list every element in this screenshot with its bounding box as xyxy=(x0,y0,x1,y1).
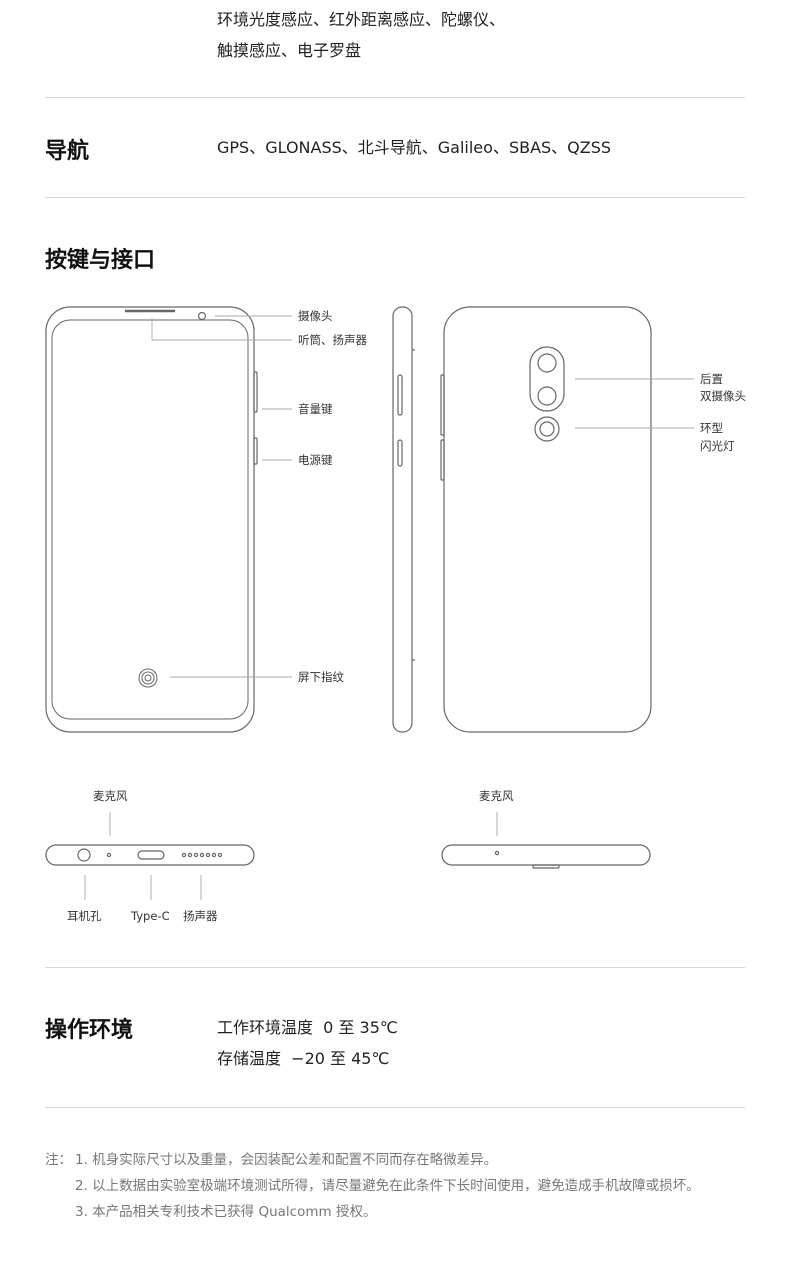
front-phone-screen xyxy=(51,319,249,720)
operating-temperature: 工作环境温度 0 至 35℃ xyxy=(217,1018,398,1037)
notes-prefix: 注： xyxy=(45,1152,72,1168)
label-rear-camera-2: 双摄像头 xyxy=(700,389,746,403)
ring-flash-icon xyxy=(534,416,560,442)
front-camera-icon xyxy=(197,311,207,321)
speaker-grille xyxy=(181,852,223,858)
navigation-title: 导航 xyxy=(45,139,90,164)
note-item: 1. 机身实际尺寸以及重量，会因装配公差和配置不同而存在略微差异。 xyxy=(75,1152,498,1168)
label-flash-2: 闪光灯 xyxy=(700,439,735,453)
divider xyxy=(45,967,745,968)
label-camera: 摄像头 xyxy=(298,309,333,323)
rear-camera-module xyxy=(529,346,565,412)
typec-port xyxy=(137,850,165,860)
label-headphone: 耳机孔 xyxy=(67,909,102,923)
sensors-line-2: 触摸感应、电子罗盘 xyxy=(217,41,362,60)
label-speaker: 扬声器 xyxy=(183,909,218,923)
label-flash-1: 环型 xyxy=(700,421,723,435)
label-mic-top: 麦克风 xyxy=(479,789,514,803)
front-phone-body xyxy=(45,306,255,733)
side-power-key xyxy=(397,439,403,467)
fingerprint-icon xyxy=(138,668,158,688)
label-fingerprint: 屏下指纹 xyxy=(298,670,344,684)
divider xyxy=(45,1107,745,1108)
label-power: 电源键 xyxy=(298,453,333,467)
storage-temperature: 存储温度 −20 至 45℃ xyxy=(217,1049,390,1068)
label-earpiece: 听筒、扬声器 xyxy=(298,333,367,347)
label-volume: 音量键 xyxy=(298,402,333,416)
back-phone-body xyxy=(443,306,652,733)
phone-diagrams: 摄像头 听筒、扬声器 音量键 电源键 屏下指纹 后置 双摄像头 环型 闪光灯 麦… xyxy=(45,306,746,923)
rear-camera-lens-2 xyxy=(537,386,557,406)
buttons-ports-title: 按键与接口 xyxy=(45,248,156,273)
bottom-edge-left xyxy=(45,844,255,866)
side-phone-body xyxy=(392,306,413,733)
divider xyxy=(45,97,745,98)
power-key xyxy=(253,437,258,465)
sensors-line-1: 环境光度感应、红外距离感应、陀螺仪、 xyxy=(217,10,506,29)
label-typec: Type-C xyxy=(130,909,170,923)
volume-key xyxy=(253,371,258,413)
environment-title: 操作环境 xyxy=(45,1018,134,1043)
navigation-value: GPS、GLONASS、北斗导航、Galileo、SBAS、QZSS xyxy=(217,138,612,157)
note-item: 3. 本产品相关专利技术已获得 Qualcomm 授权。 xyxy=(75,1204,377,1220)
top-edge-right xyxy=(441,844,651,866)
rear-camera-lens-1 xyxy=(537,353,557,373)
label-rear-camera-1: 后置 xyxy=(700,372,723,386)
side-volume-key xyxy=(397,374,403,416)
note-item: 2. 以上数据由实验室极端环境测试所得，请尽量避免在此条件下长时间使用，避免造成… xyxy=(75,1178,700,1194)
headphone-jack xyxy=(77,848,91,862)
divider xyxy=(45,197,745,198)
label-mic-bottom: 麦克风 xyxy=(93,789,128,803)
